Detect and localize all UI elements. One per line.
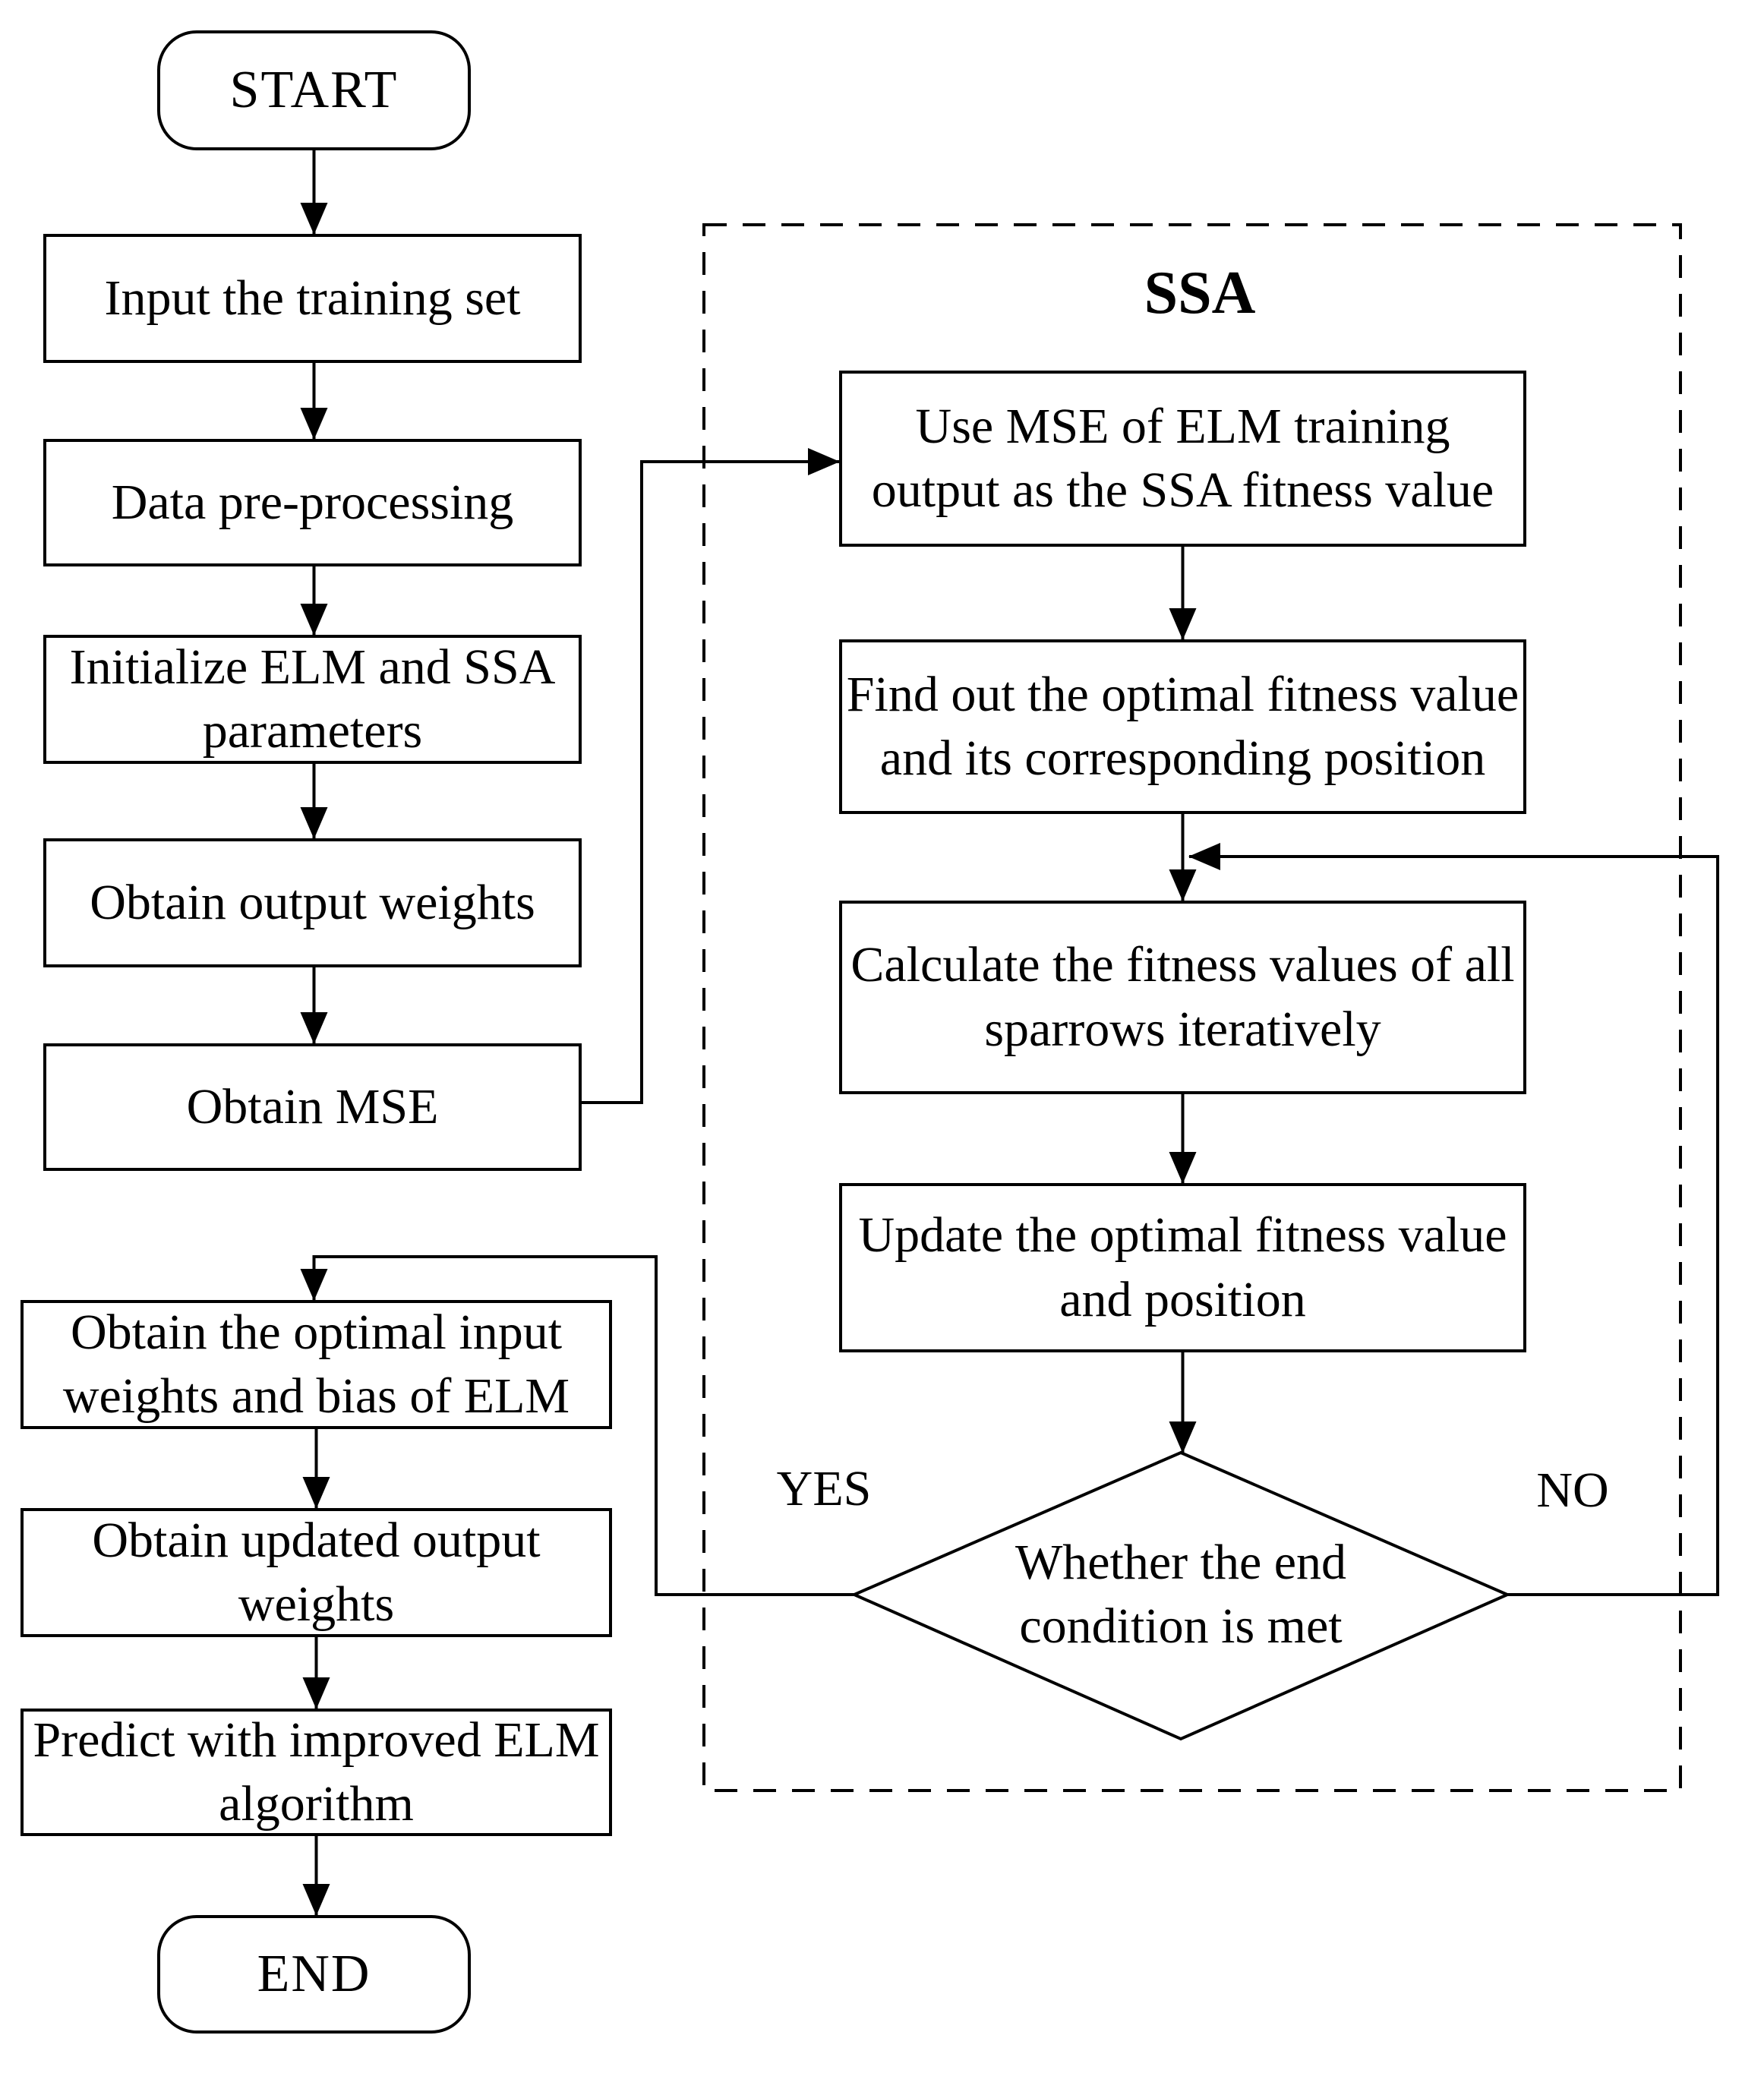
obtain-optimal-input-weights-box: Obtain the optimal input weights and bia…: [21, 1300, 612, 1429]
input-training-set-box: Input the training set: [43, 234, 582, 363]
ssa-group-title: SSA: [1144, 259, 1256, 327]
decision-diamond-label: Whether the end condition is met: [1015, 1534, 1347, 1654]
no-edge-label: NO: [1536, 1462, 1609, 1518]
initialize-elm-ssa-box: Initialize ELM and SSA parameters: [43, 635, 582, 764]
obtain-updated-output-weights-box: Obtain updated output weights: [21, 1508, 612, 1637]
yes-edge-label: YES: [776, 1460, 872, 1516]
obtain-mse-box: Obtain MSE: [43, 1043, 582, 1171]
start-node: START: [157, 30, 471, 150]
end-node: END: [157, 1915, 471, 2034]
connector-mse-to-usemse: [582, 448, 840, 1104]
calculate-fitness-box: Calculate the fitness values of all spar…: [839, 901, 1526, 1094]
update-optimal-fitness-box: Update the optimal fitness value and pos…: [839, 1183, 1526, 1352]
predict-improved-elm-box: Predict with improved ELM algorithm: [21, 1709, 612, 1836]
ssa-group-dashed-border: [702, 223, 1682, 1792]
connector-yes-to-optimal: [300, 1255, 854, 1596]
decision-diamond: [850, 1450, 1511, 1741]
obtain-output-weights-box: Obtain output weights: [43, 838, 582, 967]
connector-no-feedback: [1188, 843, 1719, 1596]
data-preprocessing-box: Data pre-processing: [43, 439, 582, 566]
find-optimal-fitness-box: Find out the optimal fitness value and i…: [839, 639, 1526, 814]
use-mse-fitness-box: Use MSE of ELM training output as the SS…: [839, 371, 1526, 547]
